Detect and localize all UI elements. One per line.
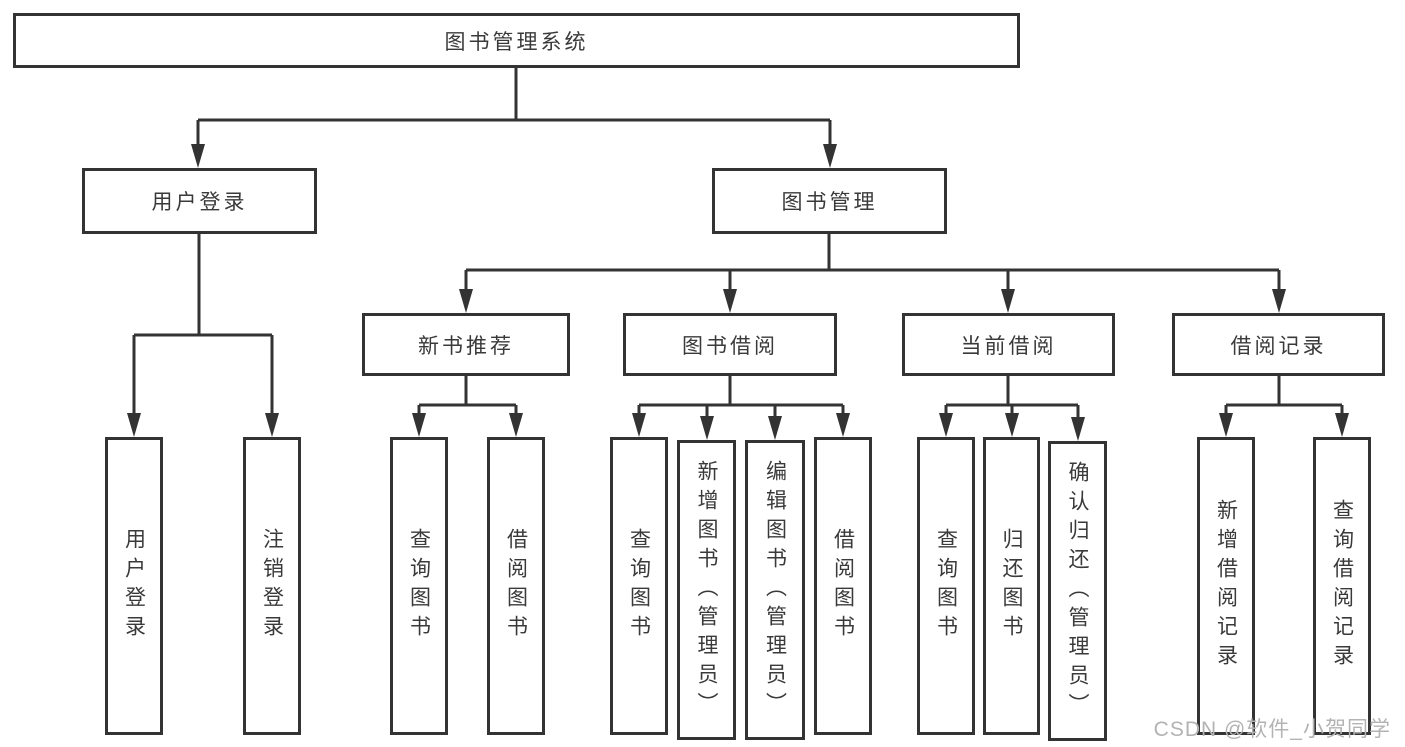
node-book-borrow: 图书借阅 [623,313,837,376]
arrowhead-icons [127,144,1349,441]
node-leaf-add-books-admin: 新增图书（管理员） [677,440,736,740]
node-new-book-recommend: 新书推荐 [362,313,570,376]
watermark: CSDN @软件_小贺同学 [1153,718,1391,741]
node-user-login: 用户登录 [82,168,317,234]
node-leaf-query-books-borrow: 查询图书 [610,437,668,735]
node-leaf-user-login: 用户登录 [105,437,163,735]
node-leaf-confirm-return-admin: 确认归还（管理员） [1048,441,1107,741]
node-leaf-query-books-current: 查询图书 [917,437,975,735]
node-leaf-query-borrow-record: 查询借阅记录 [1313,437,1371,735]
node-current-borrow: 当前借阅 [902,313,1115,376]
node-leaf-edit-books-admin: 编辑图书（管理员） [745,440,805,740]
node-root-system: 图书管理系统 [13,13,1020,68]
node-borrow-records: 借阅记录 [1172,313,1385,376]
node-leaf-query-books-recommend: 查询图书 [390,437,448,735]
node-leaf-borrow-books-recommend: 借阅图书 [487,437,545,735]
node-leaf-return-books: 归还图书 [983,437,1040,735]
node-leaf-borrow-books: 借阅图书 [814,437,872,735]
node-leaf-logout: 注销登录 [243,437,301,735]
node-leaf-add-borrow-record: 新增借阅记录 [1197,437,1255,735]
node-book-management: 图书管理 [712,168,947,234]
